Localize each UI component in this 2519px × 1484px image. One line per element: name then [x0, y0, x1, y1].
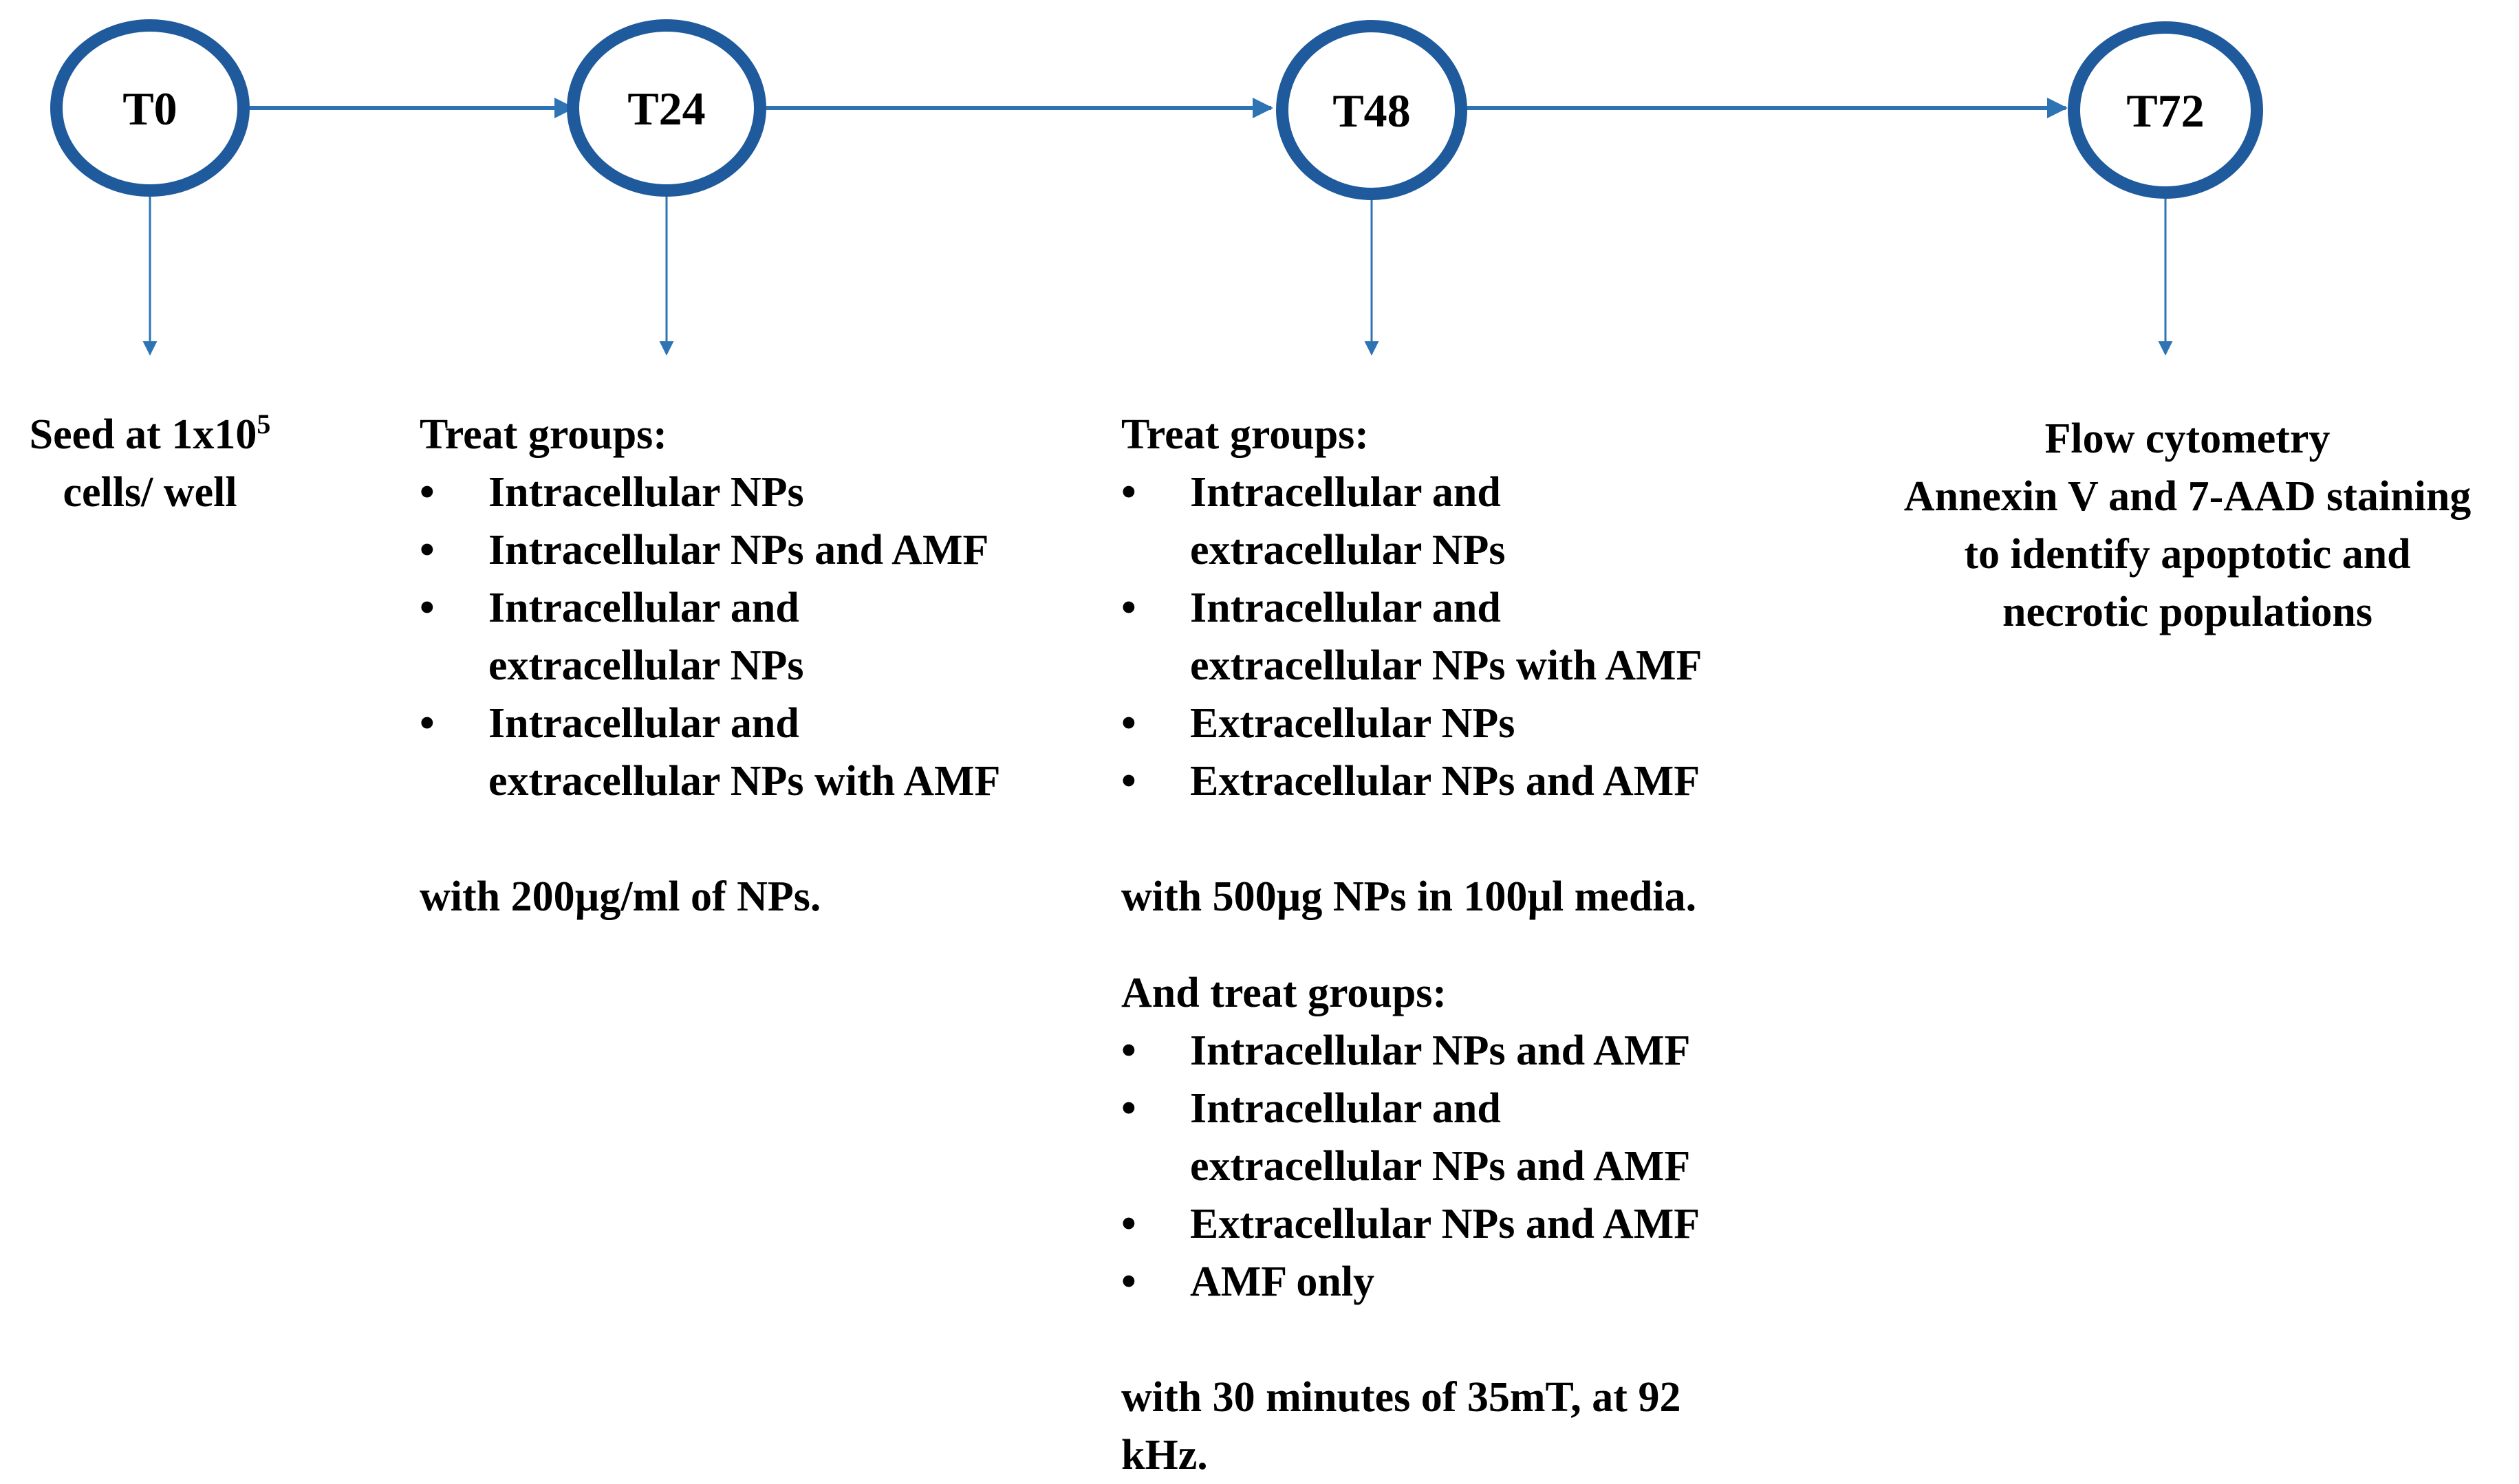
list-item: • AMF only: [1121, 1253, 1702, 1311]
list-item-text: extracellular NPs: [488, 642, 804, 689]
list-item: • Intracellular NPs and AMF: [420, 521, 1000, 579]
t0-description: Seed at 1x105 cells/ well: [6, 406, 294, 521]
t72-line: to identify apoptotic and: [1964, 531, 2411, 578]
bullet-icon: •: [1121, 1258, 1136, 1305]
list-item: • Intracellular and extracellular NPs with…: [1121, 579, 1702, 695]
list-item-text: extracellular NPs: [1190, 527, 1506, 574]
t0-seed-line: Seed at 1x105: [6, 406, 294, 463]
t48-heading-2: And treat groups:: [1121, 970, 1447, 1016]
list-item: • Intracellular NPs: [420, 463, 1000, 521]
list-item: • Extracellular NPs and AMF: [1121, 1195, 1702, 1253]
t0-seed-exponent: 5: [257, 408, 271, 439]
t48-heading: Treat groups:: [1121, 411, 1369, 458]
list-item-text: Extracellular NPs and AMF: [1190, 758, 1700, 805]
t48-amf-settings-note-line2: kHz.: [1121, 1432, 1208, 1478]
list-item-text: Intracellular NPs and AMF: [1190, 1027, 1691, 1074]
bullet-icon: •: [1121, 1201, 1136, 1247]
bullet-icon: •: [420, 469, 435, 516]
list-item-text: extracellular NPs with AMF: [488, 758, 1001, 805]
bullet-icon: •: [420, 700, 435, 747]
list-item-text: Extracellular NPs and AMF: [1190, 1201, 1700, 1247]
t48-dose-note: with 500µg NPs in 100µl media.: [1121, 873, 1697, 920]
list-item: • Extracellular NPs: [1121, 695, 1702, 752]
bullet-icon: •: [420, 585, 435, 631]
t72-description: Flow cytometry Annexin V and 7-AAD stain…: [1857, 410, 2518, 641]
list-item: • Intracellular and extracellular NPs and …: [1121, 1080, 1702, 1195]
bullet-icon: •: [420, 527, 435, 574]
list-item: • Intracellular and extracellular NPs: [420, 579, 1000, 695]
bullet-icon: •: [1121, 758, 1136, 805]
list-item-text: Intracellular NPs and AMF: [488, 527, 989, 574]
t24-description: Treat groups: • Intracellular NPs • Intrac…: [420, 406, 1000, 926]
list-item-text: Intracellular and: [1190, 469, 1501, 516]
list-item: • Extracellular NPs and AMF: [1121, 752, 1702, 810]
timeline-node-t0: T0: [50, 19, 250, 197]
list-item: • Intracellular and extracellular NPs with…: [420, 695, 1000, 810]
node-label-t24: T24: [627, 83, 705, 135]
timeline-node-t48: T48: [1276, 20, 1467, 200]
t0-cells-line: cells/ well: [63, 469, 237, 516]
bullet-icon: •: [1121, 585, 1136, 631]
t72-line: Annexin V and 7-AAD staining: [1903, 473, 2472, 520]
node-label-t0: T0: [122, 83, 177, 135]
timeline-node-t72: T72: [2068, 21, 2263, 199]
bullet-icon: •: [1121, 1027, 1136, 1074]
t72-line: Flow cytometry: [2044, 415, 2331, 462]
list-item-text: Intracellular and: [488, 585, 799, 631]
list-item-text: extracellular NPs with AMF: [1190, 642, 1702, 689]
t24-heading: Treat groups:: [420, 411, 667, 458]
t48-group-list: • Intracellular and extracellular NPs • Int…: [1121, 463, 1702, 810]
t48-amf-settings-note-line1: with 30 minutes of 35mT, at 92: [1121, 1374, 1681, 1421]
node-label-t48: T48: [1332, 85, 1410, 137]
t0-seed-text: Seed at 1x10: [29, 411, 257, 458]
t24-group-list: • Intracellular NPs • Intracellular NPs an…: [420, 463, 1000, 810]
list-item-text: Intracellular and: [1190, 585, 1501, 631]
list-item-text: Intracellular NPs: [488, 469, 804, 516]
t48-amf-group-list: • Intracellular NPs and AMF • Intracellula…: [1121, 1022, 1702, 1311]
bullet-icon: •: [1121, 469, 1136, 516]
bullet-icon: •: [1121, 700, 1136, 747]
list-item: • Intracellular NPs and AMF: [1121, 1022, 1702, 1080]
t24-concentration-note: with 200µg/ml of NPs.: [420, 873, 821, 920]
timeline-node-t24: T24: [567, 19, 766, 197]
list-item-text: Intracellular and: [488, 700, 799, 747]
list-item-text: AMF only: [1190, 1258, 1375, 1305]
list-item-text: Intracellular and: [1190, 1085, 1501, 1132]
list-item-text: Extracellular NPs: [1190, 700, 1515, 747]
node-label-t72: T72: [2126, 85, 2204, 137]
t48-description: Treat groups: • Intracellular and extracel…: [1121, 406, 1702, 1484]
list-item-text: extracellular NPs and AMF: [1190, 1143, 1691, 1190]
bullet-icon: •: [1121, 1085, 1136, 1132]
t72-line: necrotic populations: [2002, 589, 2372, 635]
list-item: • Intracellular and extracellular NPs: [1121, 463, 1702, 579]
